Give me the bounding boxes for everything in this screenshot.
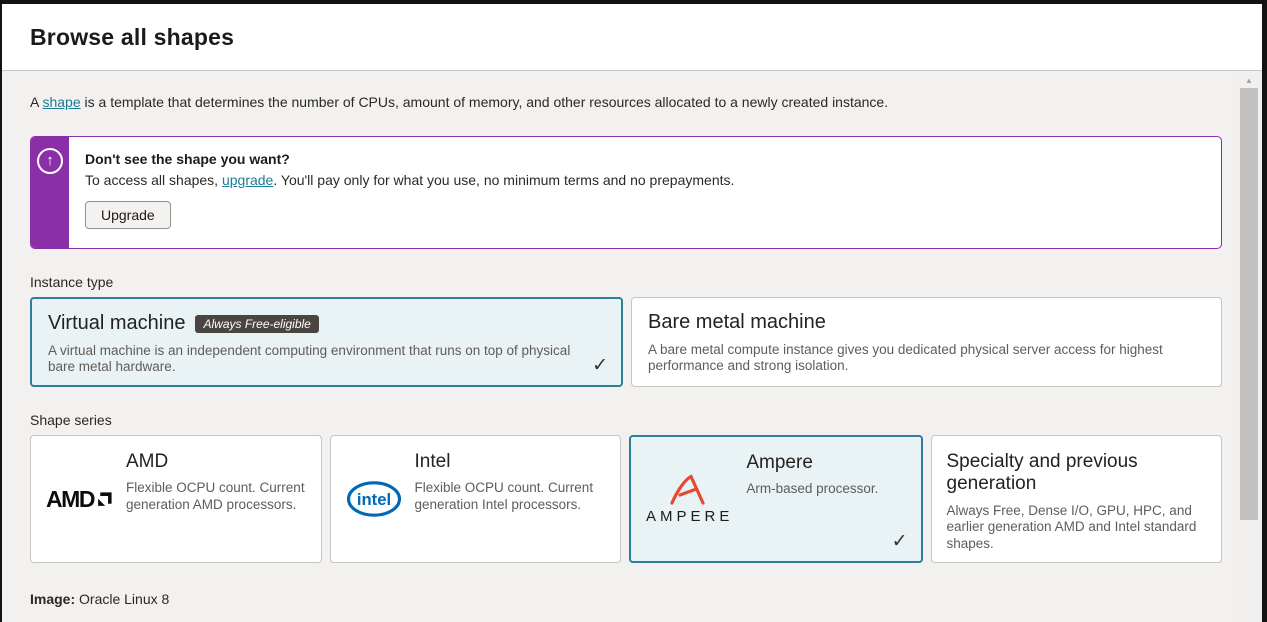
bare-metal-description: A bare metal compute instance gives you … <box>648 342 1163 374</box>
ampere-text: Ampere Arm-based processor. <box>746 450 905 548</box>
ampere-description: Arm-based processor. <box>746 481 879 497</box>
card-intel[interactable]: intel Intel Flexible OCPU count. Current… <box>329 435 621 563</box>
virtual-machine-description: A virtual machine is an independent comp… <box>48 343 571 375</box>
shape-series-row: AMD AMD Flexible OCPU count. Current gen… <box>30 435 1222 563</box>
upgrade-text-prefix: To access all shapes, <box>85 172 222 188</box>
specialty-text: Specialty and previous generation Always… <box>946 449 1207 551</box>
image-summary: Image: Oracle Linux 8 <box>30 591 1222 607</box>
upgrade-banner-stripe: ↑ <box>31 137 69 248</box>
page-title: Browse all shapes <box>30 23 235 50</box>
amd-logo-column: AMD <box>46 486 113 513</box>
virtual-machine-title: Virtual machine <box>48 312 186 334</box>
intel-text: Intel Flexible OCPU count. Current gener… <box>415 449 606 549</box>
amd-logo: AMD <box>46 486 113 513</box>
intro-prefix: A <box>30 94 43 110</box>
content-column: A shape is a template that determines th… <box>30 94 1222 607</box>
window-edge-right <box>1262 0 1267 622</box>
amd-arrow-icon <box>98 491 112 506</box>
upgrade-banner: ↑ Don't see the shape you want? To acces… <box>30 136 1222 249</box>
intel-logo: intel <box>346 481 401 517</box>
amd-description: Flexible OCPU count. Current generation … <box>126 480 305 512</box>
card-amd[interactable]: AMD AMD Flexible OCPU count. Current gen… <box>30 435 322 563</box>
intel-title: Intel <box>414 451 451 472</box>
amd-title: AMD <box>126 451 169 472</box>
upgrade-banner-content: Don't see the shape you want? To access … <box>69 137 750 248</box>
amd-text: AMD Flexible OCPU count. Current generat… <box>126 449 306 549</box>
intel-description: Flexible OCPU count. Current generation … <box>414 480 594 512</box>
card-bare-metal-machine[interactable]: Bare metal machine A bare metal compute … <box>631 297 1222 387</box>
circle-up-arrow-icon: ↑ <box>37 148 63 174</box>
bare-metal-title-row: Bare metal machine <box>648 311 1205 334</box>
selected-checkmark-icon: ✓ <box>592 355 608 376</box>
ampere-title: Ampere <box>746 452 813 473</box>
window-edge-left <box>0 0 2 622</box>
ampere-logo-text: AMPERE <box>646 507 734 525</box>
card-specialty[interactable]: Specialty and previous generation Always… <box>930 435 1222 563</box>
window-edge-top <box>0 0 1267 4</box>
panel-body: A shape is a template that determines th… <box>2 72 1262 622</box>
intel-logo-text: intel <box>356 490 390 509</box>
card-virtual-machine[interactable]: Virtual machine Always Free-eligible A v… <box>30 297 623 387</box>
instance-type-row: Virtual machine Always Free-eligible A v… <box>30 297 1222 387</box>
instance-type-label: Instance type <box>30 274 114 290</box>
scrollbar-thumb[interactable] <box>1240 88 1258 520</box>
amd-logo-text: AMD <box>46 485 95 512</box>
vertical-scrollbar[interactable]: ▲ <box>1236 72 1262 622</box>
card-ampere[interactable]: AMPERE Ampere Arm-based processor. ✓ <box>629 435 923 563</box>
intro-paragraph: A shape is a template that determines th… <box>30 94 1222 110</box>
virtual-machine-title-row: Virtual machine Always Free-eligible <box>48 312 605 335</box>
upgrade-banner-text: To access all shapes, upgrade. You'll pa… <box>85 172 734 188</box>
scrollbar-up-arrow-icon[interactable]: ▲ <box>1245 76 1253 85</box>
upgrade-banner-heading: Don't see the shape you want? <box>85 151 290 167</box>
intro-suffix: is a template that determines the number… <box>80 94 889 110</box>
panel-header: Browse all shapes <box>2 4 1262 71</box>
shape-series-label: Shape series <box>30 412 112 428</box>
ampere-logo-column: AMPERE <box>646 473 734 525</box>
intel-logo-column: intel <box>346 480 402 518</box>
always-free-badge: Always Free-eligible <box>195 314 319 333</box>
upgrade-link[interactable]: upgrade <box>221 172 274 188</box>
specialty-title: Specialty and previous generation <box>946 451 1138 495</box>
image-label: Image: <box>30 591 76 607</box>
upgrade-text-suffix: . You'll pay only for what you use, no m… <box>273 172 735 188</box>
ampere-a-mark-icon <box>670 473 705 505</box>
specialty-description: Always Free, Dense I/O, GPU, HPC, and ea… <box>946 502 1197 551</box>
selected-checkmark-icon: ✓ <box>891 531 908 552</box>
upgrade-button[interactable]: Upgrade <box>85 201 171 229</box>
bare-metal-title: Bare metal machine <box>648 311 826 333</box>
image-value: Oracle Linux 8 <box>79 591 170 607</box>
shape-link[interactable]: shape <box>42 94 81 110</box>
